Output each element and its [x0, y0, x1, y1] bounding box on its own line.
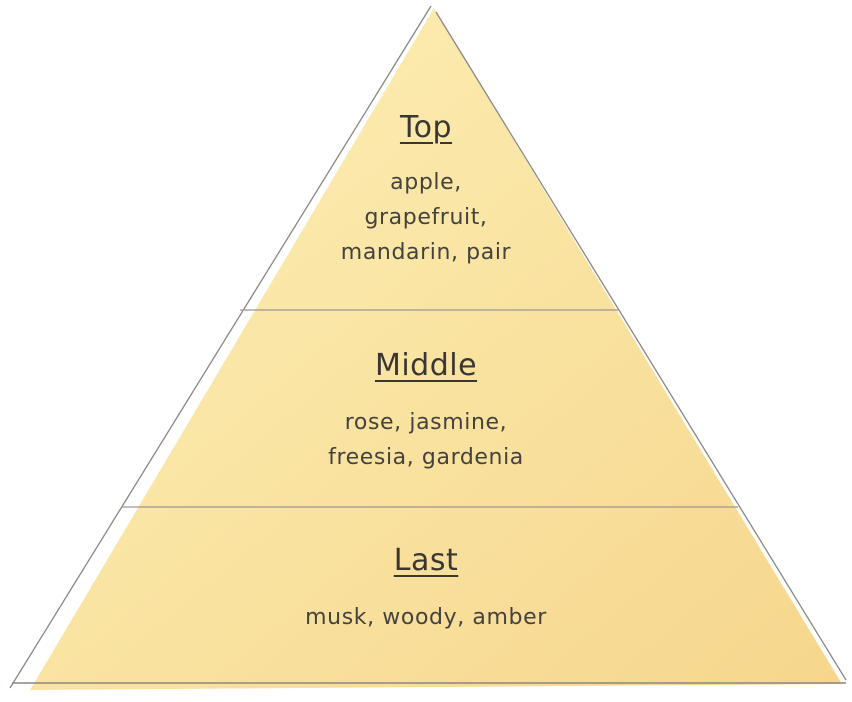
tier-top: Top apple, grapefruit, mandarin, pair	[0, 110, 852, 270]
tier-middle-notes: rose, jasmine, freesia, gardenia	[0, 405, 852, 475]
note-line: rose, jasmine,	[344, 410, 508, 435]
tier-last-title: Last	[393, 543, 459, 578]
tier-middle-title: Middle	[374, 348, 478, 383]
note-line: mandarin, pair	[340, 240, 512, 265]
tier-last-notes: musk, woody, amber	[0, 600, 852, 635]
tier-top-title: Top	[399, 110, 453, 145]
note-line: apple,	[390, 170, 462, 195]
pyramid-fill	[30, 8, 842, 690]
tier-last: Last musk, woody, amber	[0, 543, 852, 635]
note-line: grapefruit,	[364, 205, 488, 230]
note-line: musk, woody, amber	[305, 605, 547, 630]
pyramid-left-edge	[9, 5, 432, 689]
tier-top-notes: apple, grapefruit, mandarin, pair	[0, 165, 852, 270]
note-line: freesia, gardenia	[328, 445, 524, 470]
pyramid-right-edge	[435, 11, 847, 681]
tier-middle: Middle rose, jasmine, freesia, gardenia	[0, 348, 852, 475]
